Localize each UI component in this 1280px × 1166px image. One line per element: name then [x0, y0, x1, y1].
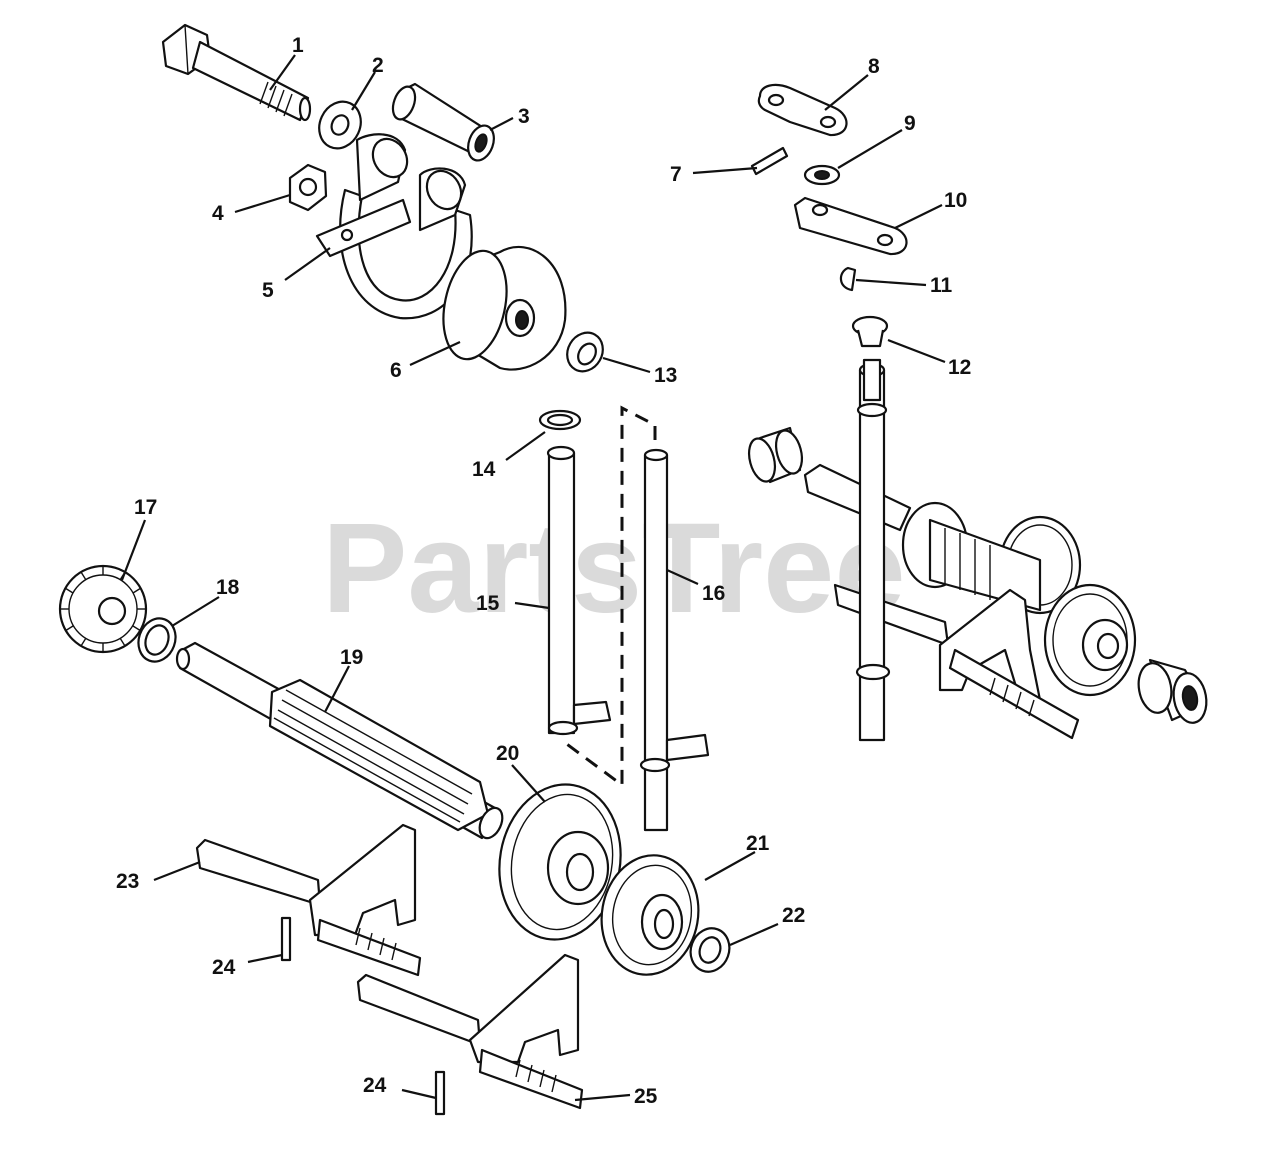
part-14-o-ring	[538, 409, 582, 431]
part-10-lower-link	[793, 196, 908, 256]
part-21-gear	[600, 854, 700, 976]
callout-8: 8	[868, 55, 880, 78]
callout-6: 6	[390, 359, 402, 382]
part-24-roll-pin-b	[434, 1070, 446, 1116]
callout-17: 17	[134, 496, 157, 519]
callout-5: 5	[262, 279, 274, 302]
callout-2: 2	[372, 54, 384, 77]
part-22-washer	[689, 927, 731, 973]
part-23-shift-fork	[195, 823, 422, 977]
part-2-washer	[318, 100, 362, 150]
callout-22: 22	[782, 904, 805, 927]
callout-21: 21	[746, 832, 770, 855]
part-17-gear	[58, 564, 148, 654]
callout-labels: 1 2 3 4 5 6 7 8 9 10 11 12 13 14 15 16 1…	[116, 34, 971, 1108]
callout-12: 12	[948, 356, 971, 379]
callout-24-b: 24	[363, 1074, 387, 1097]
part-24-roll-pin-a	[280, 916, 292, 962]
part-3-sleeve	[391, 82, 495, 162]
part-16-shift-rod	[639, 448, 710, 832]
watermark: PartsTree	[322, 497, 906, 640]
callout-4: 4	[212, 202, 224, 225]
callout-10: 10	[944, 189, 967, 212]
part-9-washer	[803, 164, 841, 186]
callout-25: 25	[634, 1085, 658, 1108]
callout-14: 14	[472, 458, 496, 481]
leader-lines	[120, 54, 946, 1102]
callout-13: 13	[654, 364, 677, 387]
part-18-snap-ring	[137, 617, 177, 663]
part-11-key	[839, 266, 857, 292]
part-15-shift-rod	[546, 445, 612, 736]
callout-19: 19	[340, 646, 363, 669]
callout-24-a: 24	[212, 956, 236, 979]
part-5-brake-band	[315, 133, 473, 320]
callout-7: 7	[670, 163, 682, 186]
callout-23: 23	[116, 870, 139, 893]
part-4-nut	[288, 163, 328, 212]
part-7-pin	[750, 146, 789, 176]
callout-16: 16	[702, 582, 725, 605]
part-6-brake-drum	[442, 246, 567, 371]
part-19-splined-shaft	[175, 641, 504, 840]
callout-1: 1	[292, 34, 304, 57]
right-assembly	[747, 358, 1208, 742]
callout-20: 20	[496, 742, 519, 765]
assembly-guide-dashed	[563, 405, 657, 788]
callout-3: 3	[518, 105, 530, 128]
callout-15: 15	[476, 592, 500, 615]
part-25-shift-fork	[356, 953, 584, 1110]
callout-18: 18	[216, 576, 240, 599]
part-8-upper-link	[757, 83, 848, 137]
part-20-gear	[498, 783, 622, 941]
callout-11: 11	[930, 274, 953, 297]
callout-9: 9	[904, 112, 916, 135]
part-1-bolt	[161, 23, 312, 122]
part-13-seal	[566, 331, 604, 373]
part-12-bushing	[851, 315, 889, 348]
